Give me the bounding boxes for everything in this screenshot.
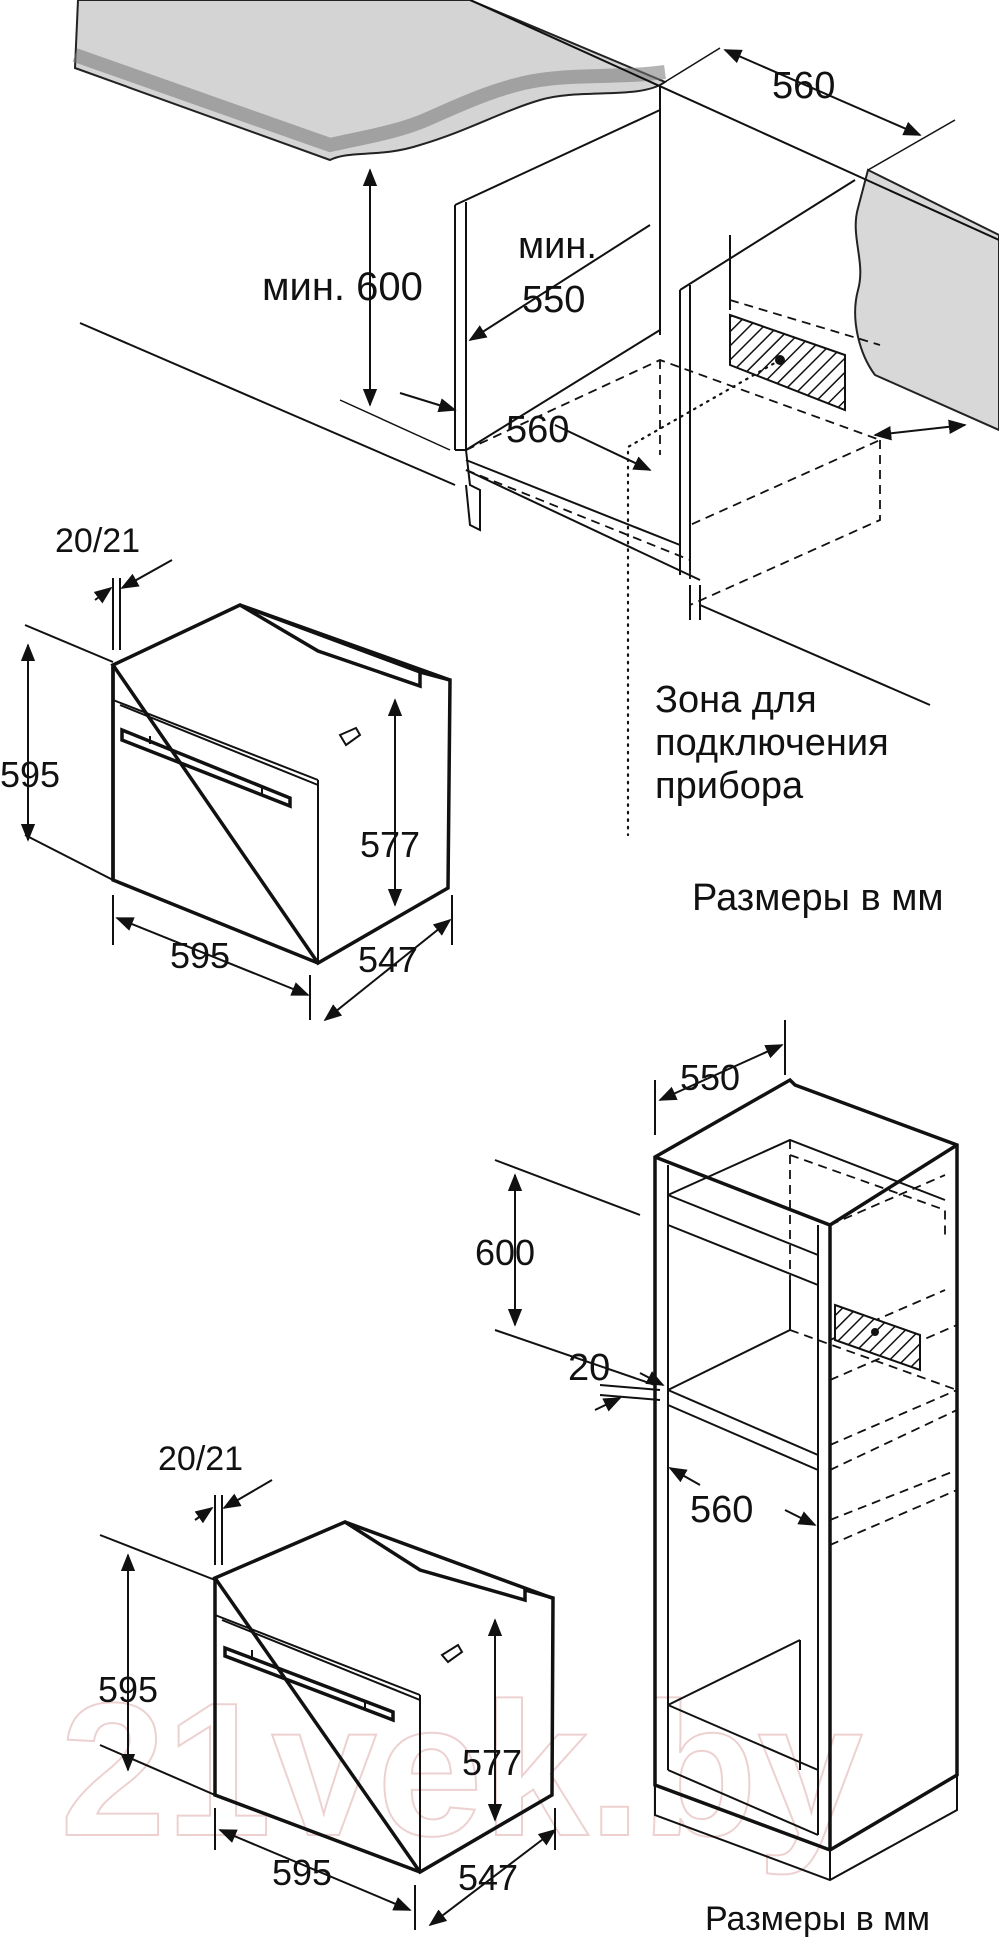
tall-dim-550: 550 [680,1057,740,1098]
tall-dim-20: 20 [568,1347,610,1389]
oven1-dim-depth: 547 [358,939,418,980]
dim-550-top: 550 [522,279,585,321]
under-counter-niche [72,0,999,837]
side-wall [854,168,999,432]
oven1-dim-height: 595 [0,754,60,795]
oven1-dim-gap: 20/21 [55,522,140,560]
units-label-bottom: Размеры в мм [705,1900,930,1938]
oven-drawing-1 [20,559,453,1022]
dim-min-600: мин. 600 [262,265,423,309]
connection-zone-line-2: подключения [655,722,889,764]
connection-zone-line-3: прибора [655,765,804,807]
oven-drawing-2 [99,1479,557,1930]
oven2-dim-width: 595 [272,1852,332,1893]
tall-cabinet [494,1020,959,1882]
oven2-dim-depth: 547 [458,1857,518,1898]
oven2-dim-inner-height: 577 [462,1742,522,1783]
countertop [73,0,668,162]
dim-560-inner: 560 [506,409,569,451]
oven1-dim-width: 595 [170,935,230,976]
oven1-dim-inner-height: 577 [360,824,420,865]
connection-zone-line-1: Зона для [655,679,817,721]
tall-connection-plate [834,1303,921,1372]
oven2-dim-height: 595 [98,1669,158,1710]
connection-plate [729,313,846,412]
dim-min-word: мин. [518,225,597,267]
tall-dim-560: 560 [690,1489,753,1531]
oven2-dim-gap: 20/21 [158,1440,243,1478]
dim-560-top: 560 [772,65,835,107]
units-label-top: Размеры в мм [692,877,943,919]
tall-dim-600: 600 [475,1232,535,1273]
